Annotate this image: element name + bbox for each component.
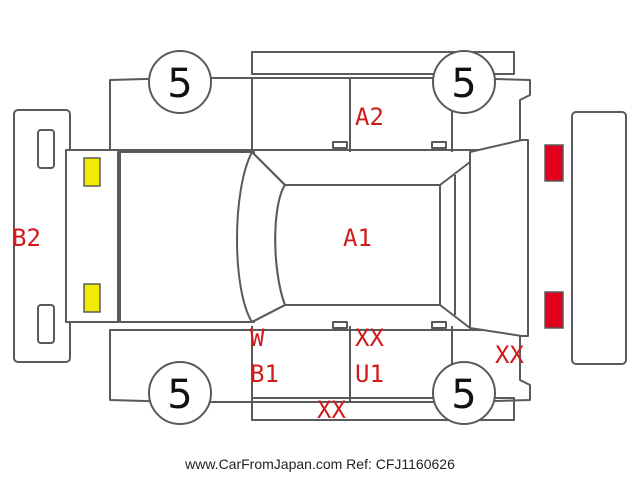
code-b2: B2 (12, 224, 41, 252)
tire-front-right-grade: 5 (451, 61, 476, 107)
taillight-top (544, 144, 564, 182)
a-pillar-bottom (251, 304, 286, 323)
code-u1: U1 (355, 360, 384, 388)
lower-sill (251, 397, 515, 421)
upper-sill (251, 51, 515, 75)
roof (274, 184, 441, 306)
code-w: W (250, 324, 265, 352)
tire-rear-left-grade: 5 (167, 372, 192, 418)
headlight-bottom (83, 283, 101, 313)
upper-front-handle (332, 141, 348, 149)
tire-rear-right-grade: 5 (451, 372, 476, 418)
code-xx-lower-door: XX (355, 324, 384, 352)
code-xx-bottom: XX (317, 396, 346, 424)
lower-rear-handle (431, 321, 447, 329)
tire-front-left (148, 50, 212, 114)
tire-front-right (432, 50, 496, 114)
lower-front-handle (332, 321, 348, 329)
tailgate (469, 139, 529, 337)
code-a1: A1 (343, 224, 372, 252)
front-bumper-notch-bottom (37, 304, 55, 344)
tire-front-left-grade: 5 (167, 61, 192, 107)
front-bumper-notch-top (37, 129, 55, 169)
taillight-bottom (544, 291, 564, 329)
tire-rear-left (148, 361, 212, 425)
hood (117, 151, 255, 323)
code-b1: B1 (250, 360, 279, 388)
headlight-top (83, 157, 101, 187)
reference-footer: www.CarFromJapan.com Ref: CFJ1160626 (185, 456, 455, 472)
code-a2: A2 (355, 103, 384, 131)
tire-rear-right (432, 361, 496, 425)
a-pillar-top (251, 151, 286, 186)
upper-rear-handle (431, 141, 447, 149)
rear-bumper (571, 111, 627, 365)
code-xx-rear-right: XX (495, 341, 524, 369)
